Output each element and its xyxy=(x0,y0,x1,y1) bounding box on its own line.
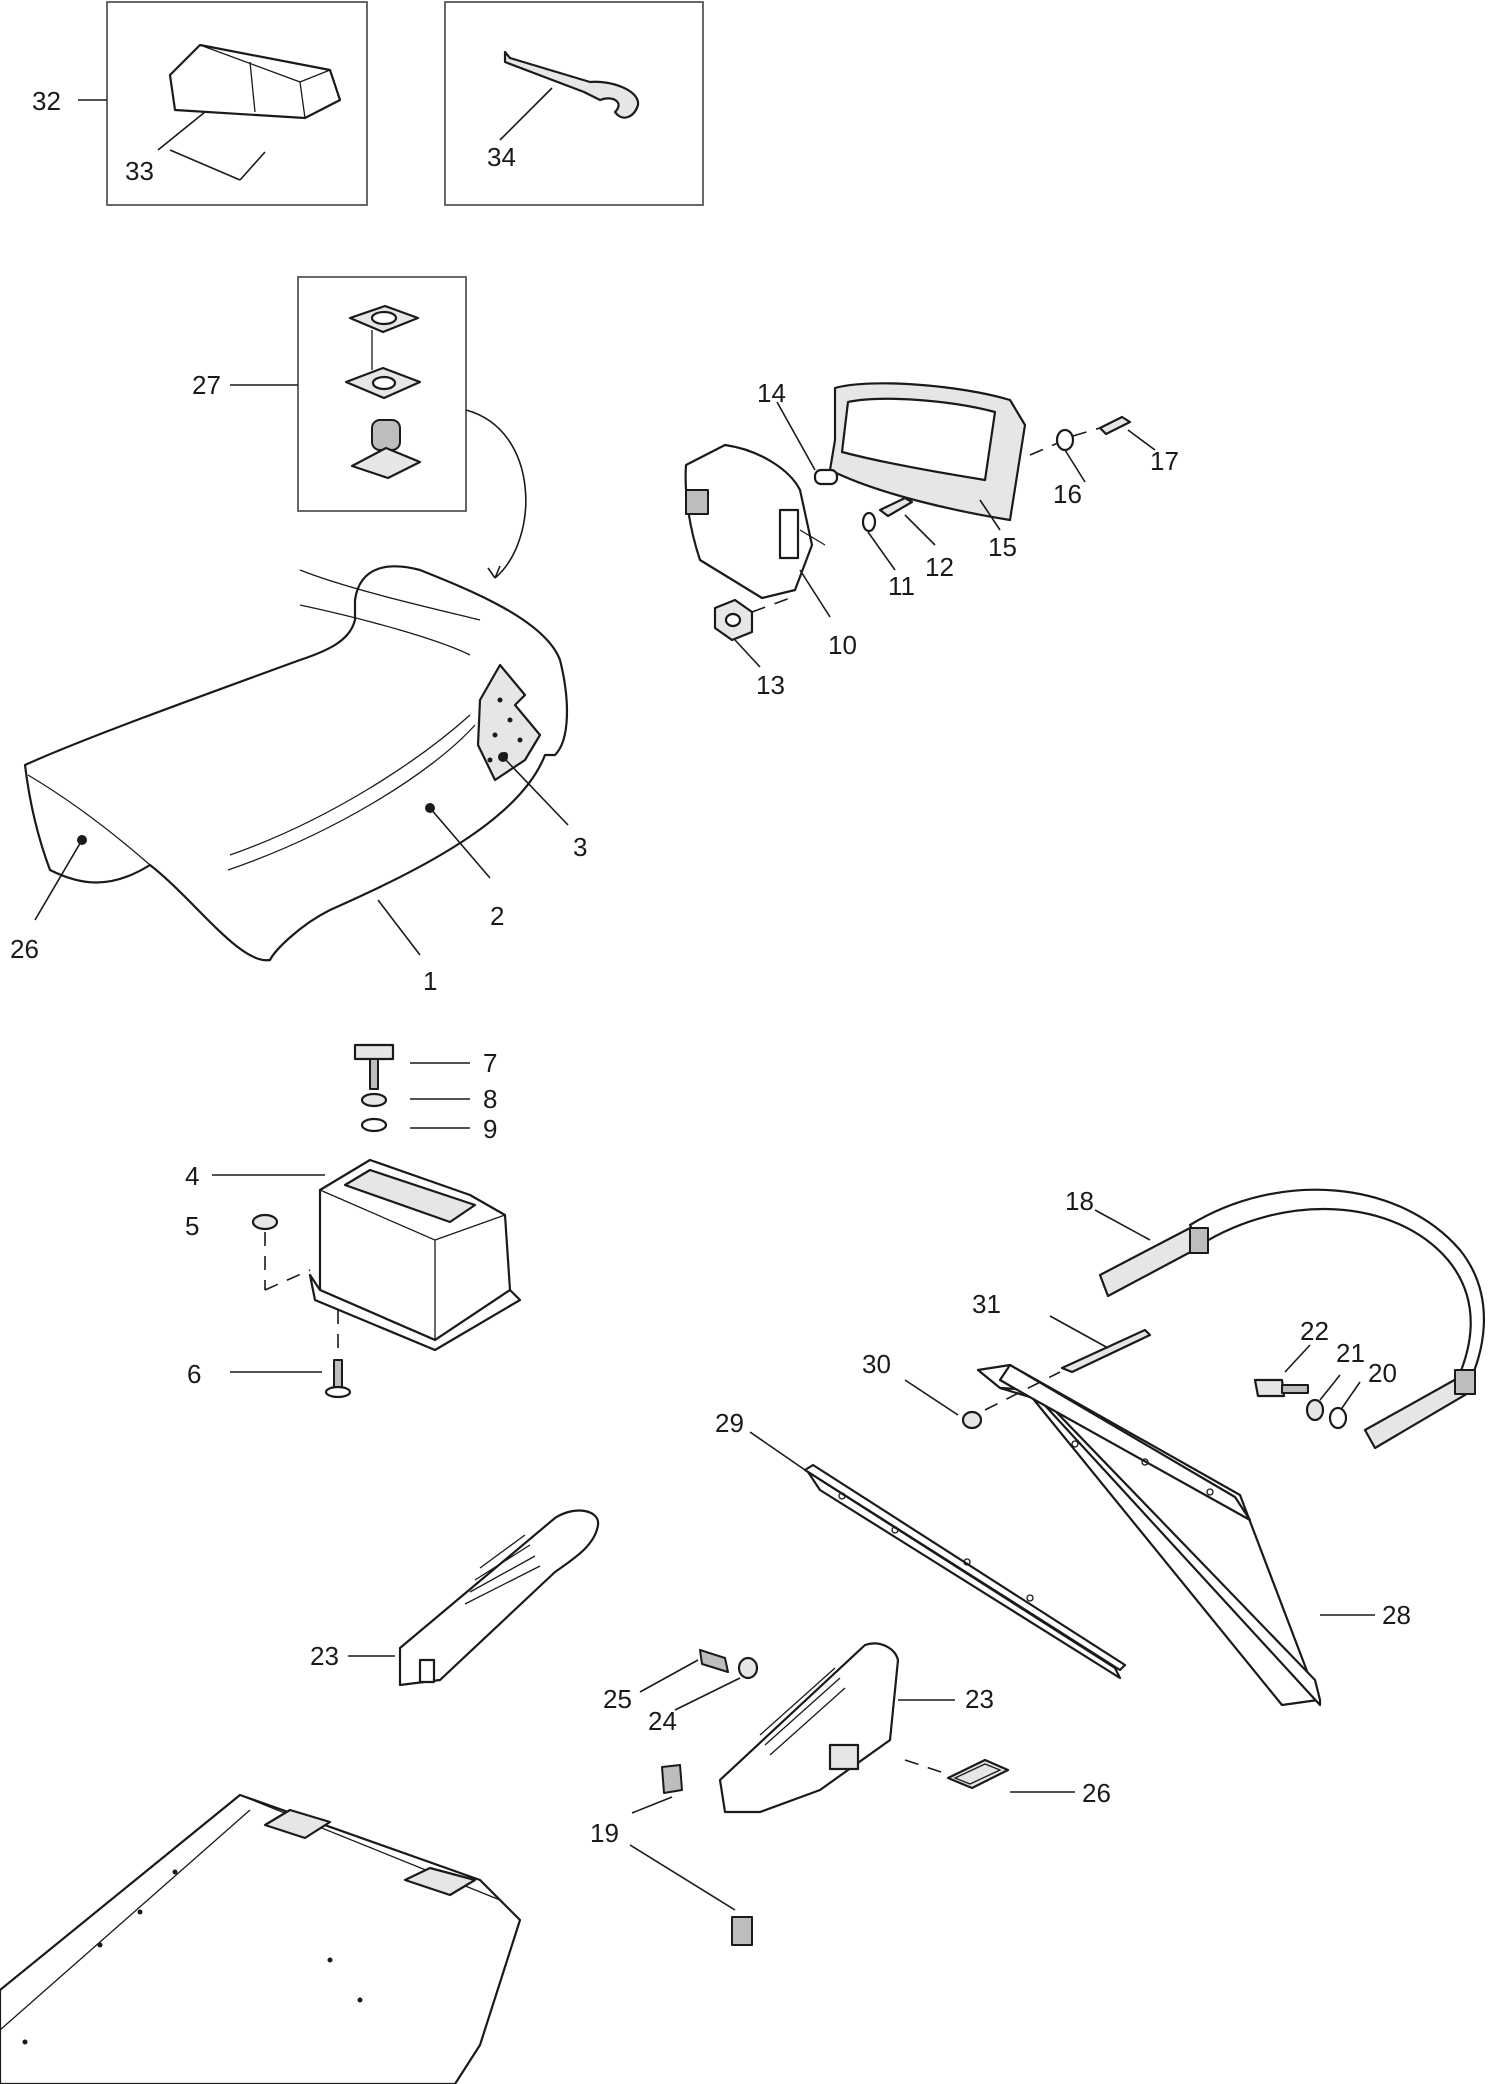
callout-16: 16 xyxy=(1053,479,1082,509)
callout-2: 2 xyxy=(490,901,504,931)
callout-32: 31 xyxy=(972,1289,1001,1319)
grab-handle-assembly xyxy=(1094,1188,1486,1450)
taillight-assembly xyxy=(684,382,1156,668)
callout-18: 18 xyxy=(1065,1186,1094,1216)
callout-30: 29 xyxy=(715,1408,744,1438)
callout-3: 3 xyxy=(573,832,587,862)
callout-27: 26 xyxy=(10,934,39,964)
callout-21: 21 xyxy=(1336,1338,1365,1368)
callout-8: 8 xyxy=(483,1084,497,1114)
callout-25: 25 xyxy=(603,1684,632,1714)
callout-10: 10 xyxy=(828,630,857,660)
callout-20: 20 xyxy=(1368,1358,1397,1388)
side-guard-right xyxy=(629,1642,1075,1946)
callout-7: 7 xyxy=(483,1048,497,1078)
callout-22: 22 xyxy=(1300,1316,1329,1346)
callout-35: 34 xyxy=(487,142,516,172)
inset-box-wrench xyxy=(444,1,704,206)
callout-12: 12 xyxy=(925,552,954,582)
callout-9: 9 xyxy=(483,1114,497,1144)
callout-1: 1 xyxy=(423,966,437,996)
callout-19: 19 xyxy=(590,1818,619,1848)
callout-17: 17 xyxy=(1150,446,1179,476)
callout-twenty-six: 26 xyxy=(1082,1778,1111,1808)
side-guard-left xyxy=(348,1509,600,1687)
callout-23-right: 23 xyxy=(965,1684,994,1714)
callout-6: 6 xyxy=(187,1359,201,1389)
inset-box-seat-cushion xyxy=(78,1,368,206)
callout-31: 30 xyxy=(862,1349,891,1379)
callout-29: 28 xyxy=(1382,1600,1411,1630)
tunnel-chassis xyxy=(0,1793,522,2084)
callout-5: 5 xyxy=(185,1211,199,1241)
callout-4: 4 xyxy=(185,1161,199,1191)
callout-28: 27 xyxy=(192,370,221,400)
callout-34: 33 xyxy=(125,156,154,186)
callout-13: 13 xyxy=(756,670,785,700)
inset-box-latch xyxy=(230,276,527,579)
seat-assembly xyxy=(23,565,569,962)
callout-33: 32 xyxy=(32,86,61,116)
callout-15: 15 xyxy=(988,532,1017,562)
storage-box-assembly xyxy=(212,1043,522,1399)
callout-14: 14 xyxy=(757,378,786,408)
callout-23-left: 23 xyxy=(310,1641,339,1671)
callout-11: 11 xyxy=(888,571,915,601)
callout-24: 24 xyxy=(648,1706,677,1736)
snow-flap-assembly xyxy=(749,1315,1375,1707)
